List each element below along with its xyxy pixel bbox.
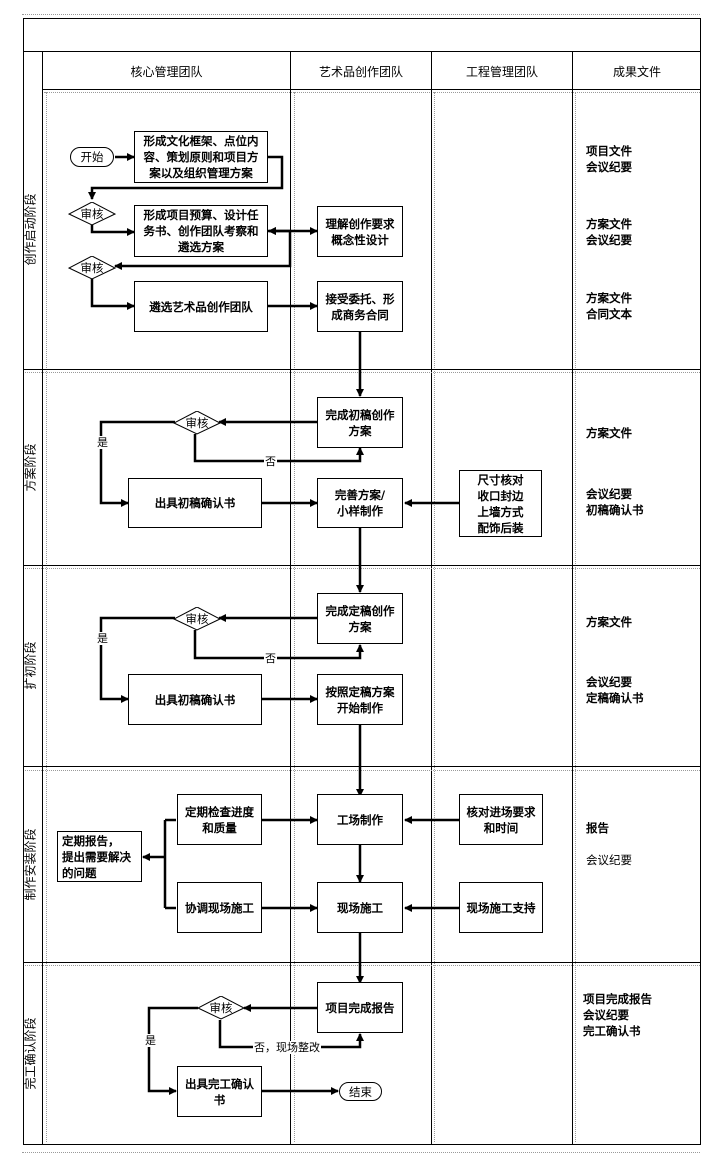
edge-r5-n9-yes	[147, 1006, 198, 1095]
review-diamond-1[interactable]: 审核	[68, 202, 116, 226]
review-diamond-3[interactable]: 审核	[173, 411, 221, 435]
edge-r4-n5-yes	[99, 616, 175, 703]
output-p2-confirmation: 会议纪要 初稿确认书	[586, 487, 644, 517]
column-header-art: 艺术品创作团队	[318, 64, 403, 79]
header-guide	[44, 92, 700, 93]
column-header-core: 核心管理团队	[130, 64, 203, 79]
node-contract[interactable]: 接受委托、形 成商务合同	[317, 281, 403, 332]
phase-label-column	[42, 51, 43, 1145]
node-draft-scheme[interactable]: 完成初稿创作 方案	[317, 397, 403, 448]
column-divider	[290, 51, 291, 1145]
output-p4-report: 报告	[586, 821, 609, 835]
node-start-production[interactable]: 按照定稿方案 开始制作	[317, 674, 403, 725]
node-budget-plan[interactable]: 形成项目预算、设计任 务书、创作团队考察和 遴选方案	[134, 205, 268, 257]
edge-label-yes: 是	[144, 1034, 157, 1047]
node-size-check[interactable]: 尺寸核对 收口封边 上墙方式 配饰后装	[459, 470, 542, 537]
main-frame	[23, 51, 701, 1145]
end-node[interactable]: 结束	[339, 1082, 382, 1101]
node-site-construction[interactable]: 现场施工	[317, 882, 403, 933]
node-final-scheme[interactable]: 完成定稿创作 方案	[317, 593, 403, 644]
node-site-support[interactable]: 现场施工支持	[459, 882, 543, 933]
page-guide	[22, 14, 700, 15]
edge-r2-n3	[90, 278, 135, 310]
node-cultural-framework[interactable]: 形成文化框架、点位内 容、策划原则和项目方 案以及组织管理方案	[134, 131, 268, 183]
node-workshop-production[interactable]: 工场制作	[317, 794, 403, 845]
phase-divider	[23, 369, 701, 370]
output-p4-minutes: 会议纪要	[586, 853, 632, 867]
phase-guide	[25, 568, 700, 569]
node-verify-entry[interactable]: 核对进场要求 和时间	[459, 794, 543, 845]
arrowhead-n2	[268, 227, 276, 235]
review-diamond-5[interactable]: 审核	[197, 996, 245, 1020]
edge-label-no-rectify: 否，现场整改	[253, 1041, 321, 1054]
review-diamond-2[interactable]: 审核	[68, 256, 116, 280]
output-p4: 报告 会议纪要	[586, 804, 632, 884]
phase-guide	[25, 770, 700, 771]
edge-label-yes: 是	[96, 436, 109, 449]
column-header-output: 成果文件	[612, 64, 661, 79]
review-label: 审核	[80, 261, 104, 275]
output-p3-confirmation: 会议纪要 定稿确认书	[586, 675, 644, 705]
node-coordinate-site[interactable]: 协调现场施工	[177, 882, 262, 933]
start-node[interactable]: 开始	[70, 147, 114, 167]
phase-divider	[23, 565, 701, 566]
column-guide	[434, 92, 435, 1142]
phase-guide	[25, 372, 700, 373]
edge-n1-r1	[88, 155, 284, 200]
node-periodic-report[interactable]: 定期报告， 提出需要解决 的问题	[57, 831, 142, 882]
node-draft-confirmation-2[interactable]: 出具初稿确认书	[128, 674, 262, 725]
edge-r3-n4-yes	[99, 420, 175, 507]
phase-guide	[25, 965, 700, 966]
output-p2-scheme: 方案文件	[586, 426, 632, 440]
edge-r4-a5-no	[193, 630, 364, 660]
node-completion-report[interactable]: 项目完成报告	[317, 982, 403, 1033]
edge-label-no: 否	[264, 455, 277, 468]
column-header-eng: 工程管理团队	[465, 64, 538, 79]
column-guide	[46, 92, 47, 1142]
node-completion-confirmation[interactable]: 出具完工确认 书	[177, 1066, 262, 1117]
page-guide	[22, 1152, 700, 1153]
edge-r3-a3-no	[193, 434, 364, 463]
column-divider	[431, 51, 432, 1145]
review-label: 审核	[185, 612, 209, 626]
output-p1-contract: 方案文件 合同文本	[586, 291, 632, 321]
output-p1-project-docs: 项目文件 会议纪要	[586, 144, 632, 174]
edge-a1-r2	[114, 231, 292, 270]
review-label: 审核	[209, 1001, 233, 1015]
node-check-progress[interactable]: 定期检查进度 和质量	[177, 794, 262, 845]
node-refine-scheme[interactable]: 完善方案/ 小样制作	[317, 478, 403, 528]
header-row	[42, 51, 701, 90]
output-p3-scheme: 方案文件	[586, 615, 632, 629]
review-label: 审核	[80, 207, 104, 221]
review-diamond-4[interactable]: 审核	[173, 607, 221, 631]
review-label: 审核	[185, 416, 209, 430]
phase-divider	[23, 766, 701, 767]
output-p1-scheme-docs: 方案文件 会议纪要	[586, 217, 632, 247]
node-draft-confirmation[interactable]: 出具初稿确认书	[128, 478, 262, 528]
edge-label-no: 否	[264, 652, 277, 665]
column-divider	[572, 51, 573, 1145]
node-concept-design[interactable]: 理解创作要求 概念性设计	[317, 206, 403, 257]
column-guide	[575, 92, 576, 1142]
node-select-team[interactable]: 遴选艺术品创作团队	[134, 281, 268, 332]
phase-divider	[23, 962, 701, 963]
output-p5: 项目完成报告 会议纪要 完工确认书	[583, 992, 652, 1038]
edge-label-yes: 是	[96, 632, 109, 645]
